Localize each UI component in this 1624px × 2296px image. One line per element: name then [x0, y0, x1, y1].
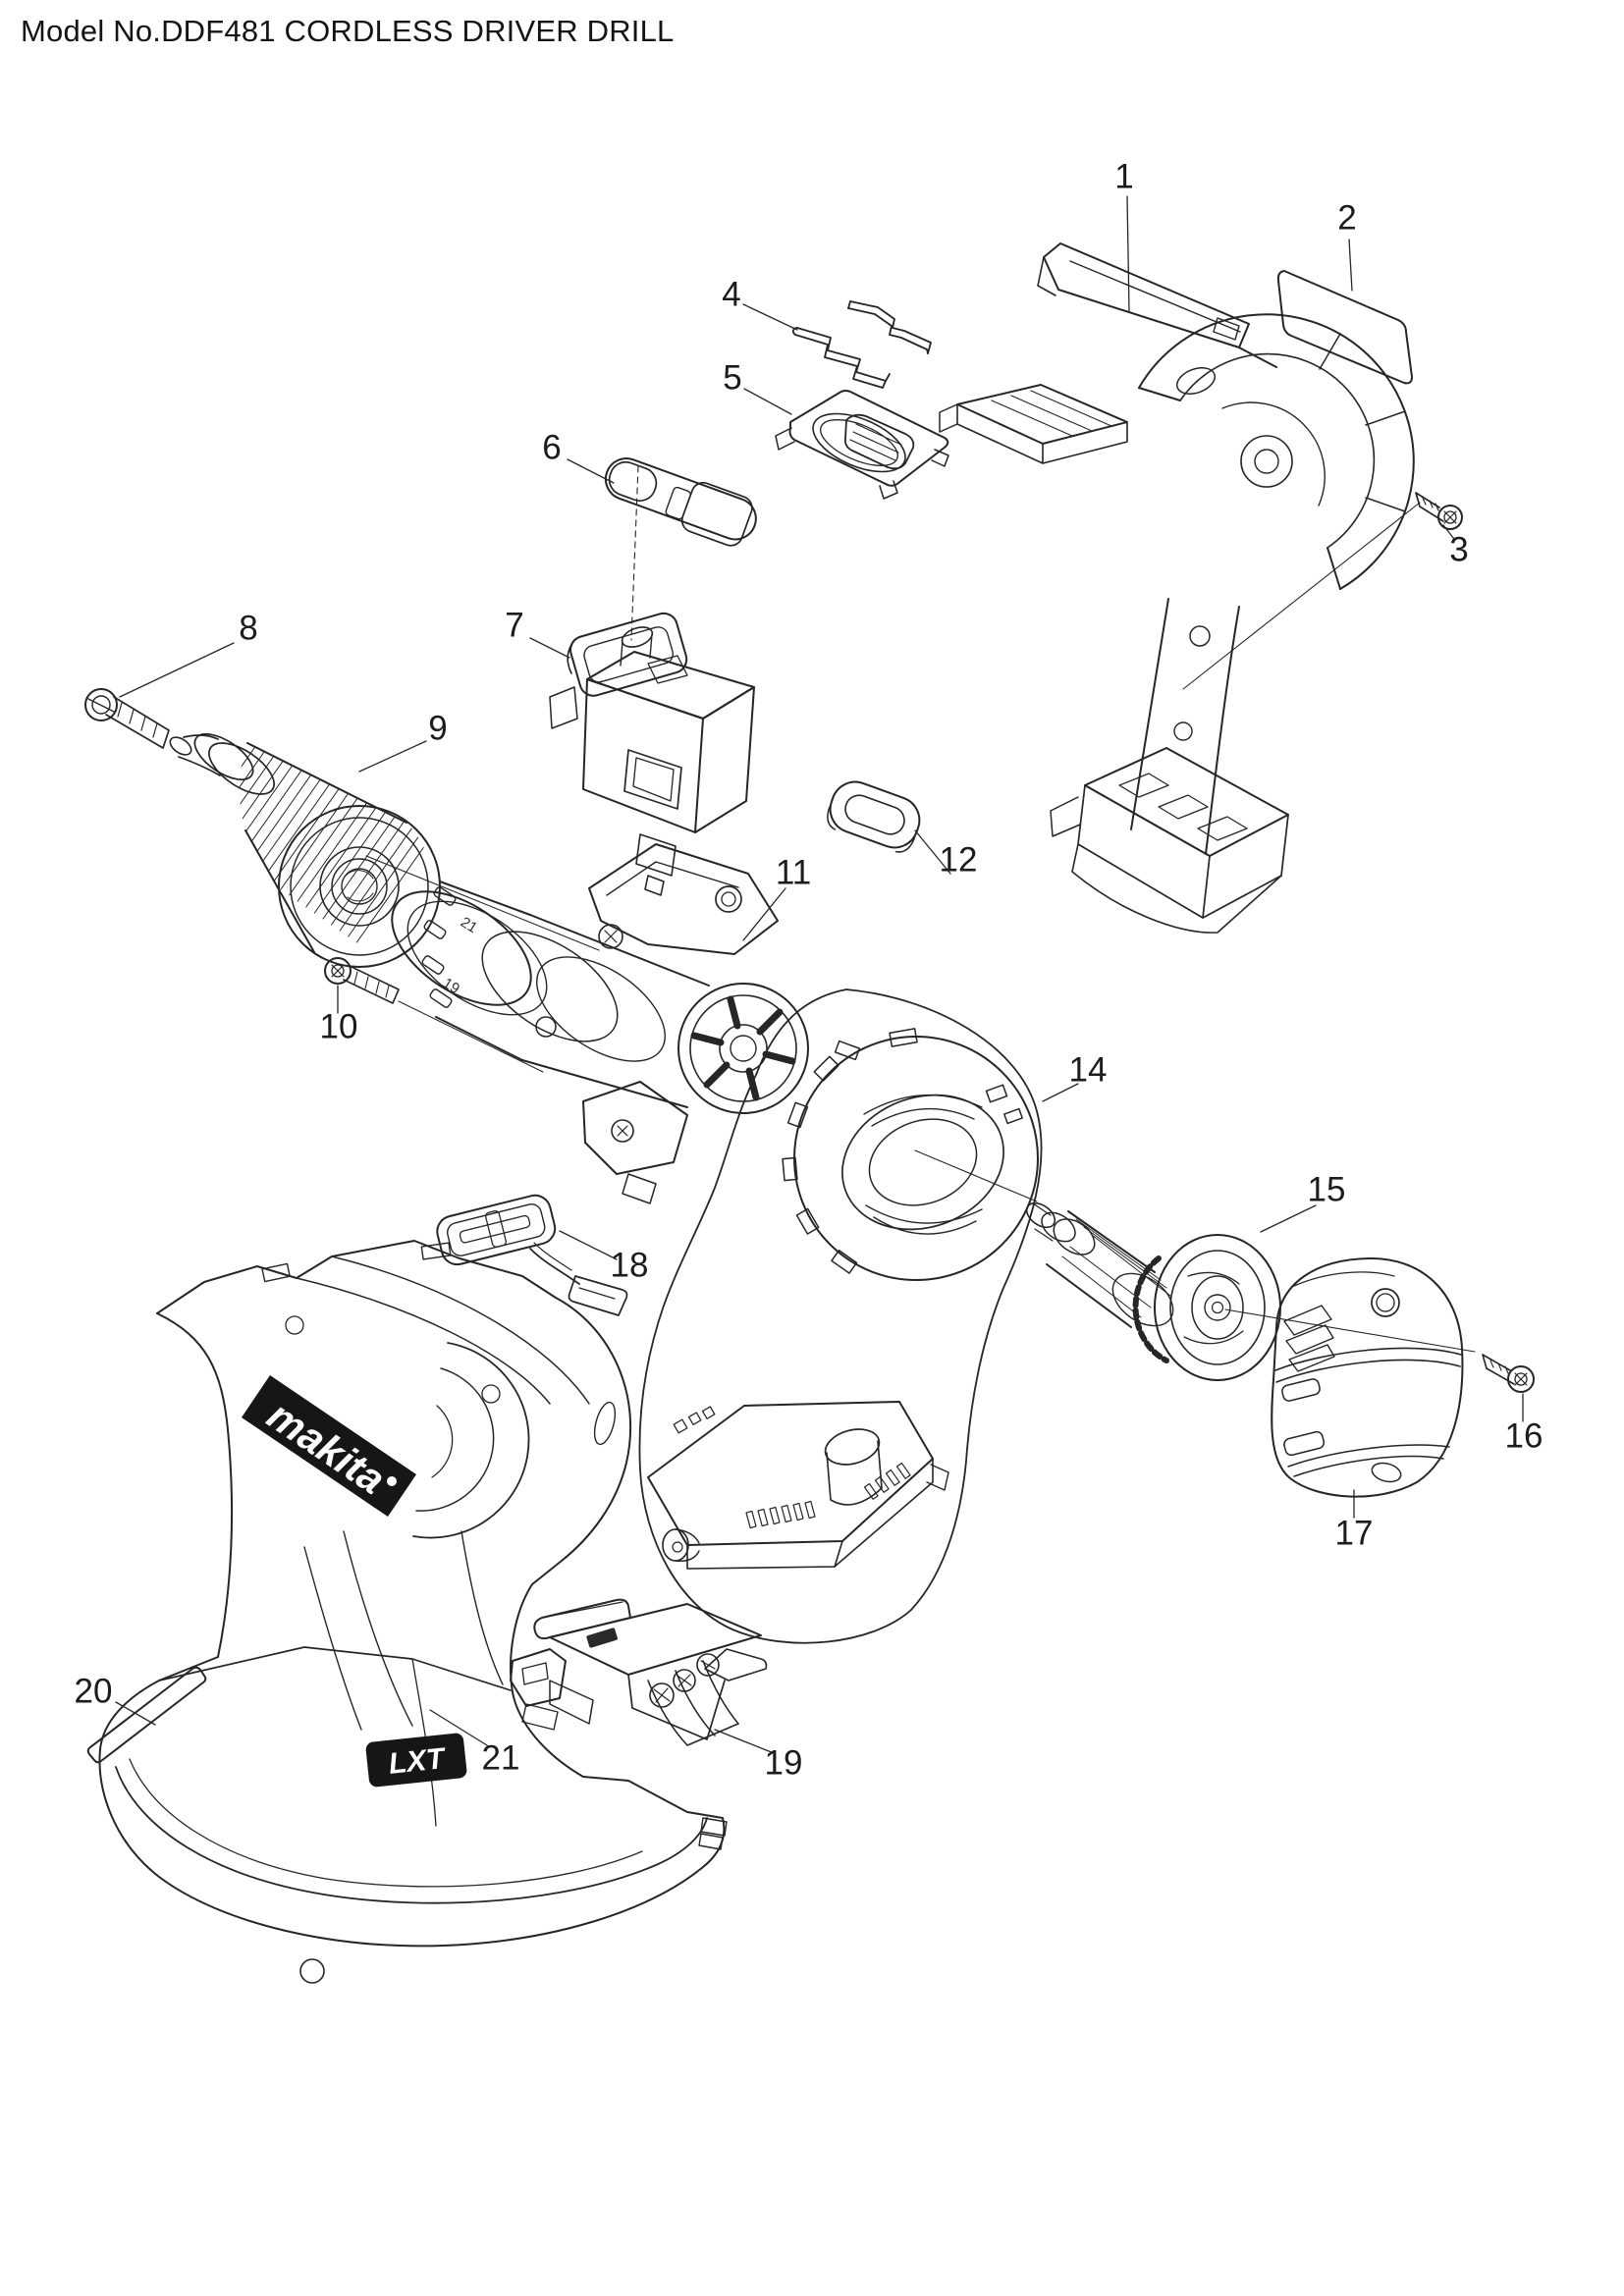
- part-callout-17: 17: [1334, 1514, 1374, 1553]
- screw-3-part: [1415, 492, 1463, 530]
- part-callout-16: 16: [1504, 1416, 1543, 1456]
- assembly-outline: [638, 988, 1043, 1644]
- part-callout-10: 10: [319, 1007, 358, 1046]
- alignment-lines: [365, 465, 1476, 1353]
- part-callout-2: 2: [1337, 198, 1357, 238]
- terminal-part: [510, 1598, 768, 1746]
- part-callout-11: 11: [775, 853, 812, 892]
- part-callout-3: 3: [1449, 530, 1469, 569]
- drill-chuck-part: [169, 732, 441, 968]
- part-callout-4: 4: [722, 275, 741, 314]
- leader-lines: [115, 195, 1524, 1754]
- part-callout-15: 15: [1307, 1170, 1346, 1209]
- label-strip-part: [86, 1666, 207, 1764]
- page-title: Model No.DDF481 CORDLESS DRIVER DRILL: [21, 14, 675, 48]
- switch-part: [549, 612, 755, 896]
- rear-cover-part: [1271, 1256, 1464, 1498]
- stator: [782, 1028, 1039, 1281]
- part-callout-7: 7: [505, 606, 524, 645]
- armature-part: [1025, 1201, 1281, 1381]
- controller-pcb: [647, 1401, 949, 1570]
- part-callout-5: 5: [723, 358, 742, 398]
- change-lever-part: [604, 457, 757, 547]
- lamp-circuit-part: [436, 1194, 628, 1316]
- name-plate-part: [1276, 270, 1413, 385]
- screw-10-part: [324, 957, 400, 1004]
- clutch-ring-mark-1: 21: [458, 914, 480, 936]
- part-callout-18: 18: [610, 1246, 649, 1285]
- part-callout-9: 9: [428, 709, 448, 748]
- part-callout-19: 19: [764, 1743, 803, 1783]
- part-callout-6: 6: [542, 428, 562, 467]
- part-callout-1: 1: [1114, 157, 1134, 196]
- grommet-part: [827, 780, 921, 853]
- motor-assembly-part: [638, 988, 1043, 1644]
- leaf-springs-part: [791, 300, 932, 389]
- part-callout-20: 20: [74, 1672, 113, 1711]
- slide-button-part: [775, 390, 949, 500]
- part-callout-14: 14: [1068, 1050, 1108, 1090]
- screw-16-part: [1482, 1354, 1535, 1393]
- screw-8-part: [84, 688, 170, 749]
- clutch-ring-mark-2: 19: [440, 975, 462, 997]
- gear-assembly-part: 21 19: [391, 843, 809, 1204]
- part-callout-21: 21: [481, 1738, 520, 1778]
- part-callout-12: 12: [939, 840, 978, 880]
- part-callout-8: 8: [239, 609, 258, 648]
- battery-badge-text: LXT: [387, 1742, 448, 1781]
